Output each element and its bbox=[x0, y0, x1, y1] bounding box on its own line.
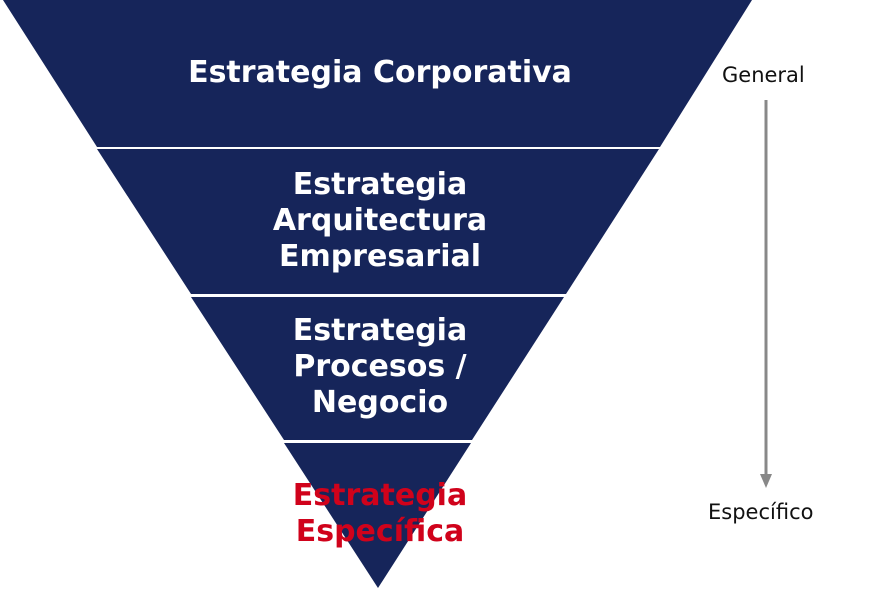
axis-bottom-label: Específico bbox=[708, 500, 814, 524]
tier-especifica-shape bbox=[284, 443, 471, 588]
axis-top-label: General bbox=[722, 63, 805, 87]
tier-procesos-label: Estrategia Procesos / Negocio bbox=[292, 313, 468, 420]
tier-arquitectura-label: Estrategia Arquitectura Empresarial bbox=[272, 167, 488, 274]
generality-arrow-head-icon bbox=[760, 474, 772, 488]
tier-arquitectura-shape bbox=[97, 149, 659, 294]
tier-corporativa-label: Estrategia Corporativa bbox=[188, 55, 572, 90]
tier-especifica-label: Estrategia Específica bbox=[292, 478, 468, 549]
tier-procesos-shape bbox=[191, 297, 564, 440]
tier-corporativa-shape bbox=[3, 0, 752, 147]
